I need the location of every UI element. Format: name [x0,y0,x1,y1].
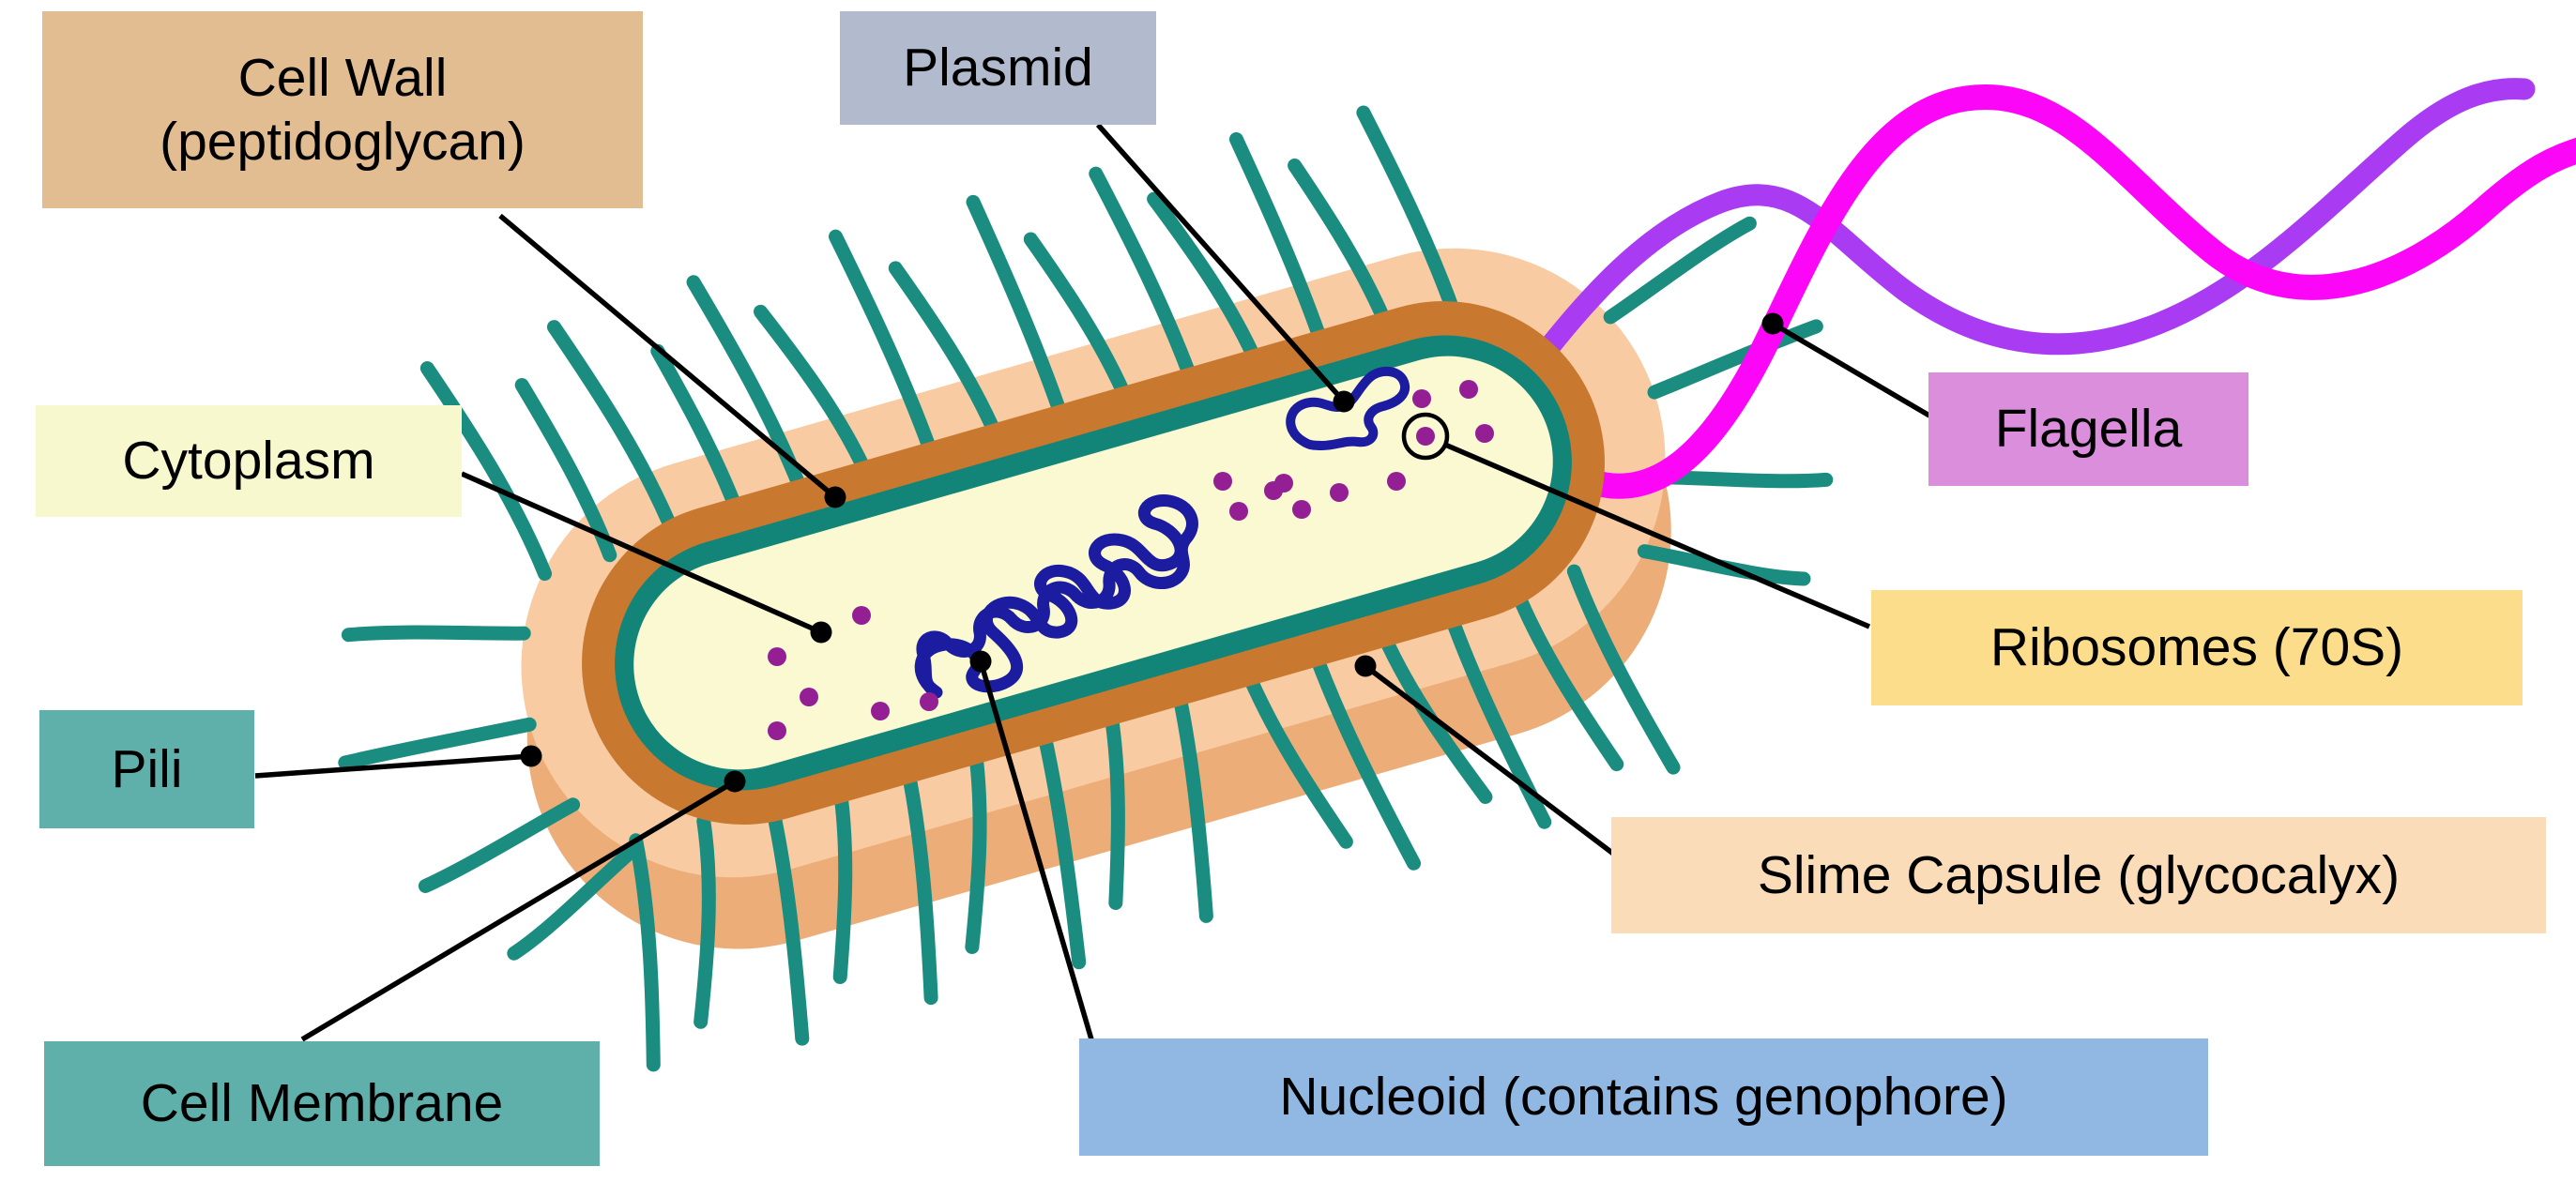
ribosome-dot [1330,483,1349,502]
ribosome-dot [1229,502,1248,521]
label-nucleoid: Nucleoid (contains genophore) [1079,1038,2208,1156]
pilus [1637,544,1811,586]
flagellum-magenta [1574,84,2576,499]
pilus [965,735,987,954]
pilus [1034,717,1087,970]
leader-dot-cell-membrane [724,770,746,793]
leader-line-plasmid [1095,123,1347,403]
pilus [753,304,877,488]
label-cell-membrane-text: Cell Membrane [140,1073,504,1134]
label-pili-text: Pili [111,738,183,799]
pilus [686,275,812,507]
label-flagella: Flagella [1928,372,2248,486]
ribosome-dot [871,702,890,720]
leader-dot-nucleoid [969,650,992,673]
leader-line-cell-membrane [300,779,737,1042]
leader-line-cytoplasm [460,471,823,635]
leader-dot-plasmid [1333,390,1355,413]
pilus [1508,581,1624,772]
pilus [1603,216,1757,325]
pilus [1089,166,1202,395]
pilus [694,813,716,1029]
label-cell-wall: Cell Wall (peptidoglycan) [42,11,643,208]
pilus [418,797,581,893]
leader-line-flagella [1771,321,1931,418]
label-plasmid-text: Plasmid [903,38,1093,98]
pilus [1023,232,1136,414]
ribosome-dot [1459,380,1478,399]
pili-group [338,105,1834,1072]
pilus [341,625,531,643]
leader-line-slime-capsule [1364,663,1630,868]
pilus [419,361,553,582]
ribosome-callout-circle [1401,412,1450,461]
pilus [1102,697,1125,910]
pilus [1356,105,1461,321]
label-cell-wall-line1: Cell Wall [237,47,448,108]
label-ribosomes-text: Ribosomes (70S) [1989,617,2404,678]
pilus [546,320,682,544]
pilus [966,194,1072,432]
pilus [1305,639,1422,871]
leader-line-ribosomes [1443,442,1871,629]
pilus [1147,191,1267,376]
pilus [1656,470,1834,489]
pilus [764,794,810,1046]
plasmid-loop [1286,367,1410,450]
pilus [831,775,853,984]
label-cell-wall-line2: (peptidoglycan) [160,112,526,172]
ribosome-dots [768,380,1494,740]
flagellum-purple [1531,78,2536,368]
label-ribosomes: Ribosomes (70S) [1871,590,2523,705]
ribosome-dot [1416,427,1435,446]
ribosome-dot [920,692,938,711]
ribosome-dot [1264,481,1283,500]
pilus [888,261,1007,451]
pilus [1169,677,1213,923]
leader-dot-flagella [1761,312,1784,335]
label-plasmid: Plasmid [840,11,1156,125]
label-pili: Pili [39,710,254,828]
label-slime-capsule-text: Slime Capsule (glycocalyx) [1757,844,2401,905]
leader-line-nucleoid [978,660,1094,1040]
label-cell-membrane: Cell Membrane [44,1041,600,1166]
ribosome-dot [1292,500,1311,519]
label-cytoplasm: Cytoplasm [36,405,462,517]
ribosome-dot [800,688,818,706]
pilus [828,229,942,469]
pilus [338,717,537,770]
leader-dot-pili [520,745,542,767]
label-flagella-text: Flagella [1994,399,2183,460]
leader-dot-cytoplasm [810,621,832,644]
leader-dot-slime-capsule [1354,655,1377,677]
pilus [1288,158,1396,340]
ribosome-dot [768,647,786,666]
ribosome-dot [768,721,786,740]
ribosome-dot [1213,472,1232,491]
pilus [650,343,747,525]
leader-line-cell-wall [498,213,837,500]
leader-dot-cell-wall [824,486,846,508]
ribosome-dot [852,606,871,625]
label-cytoplasm-text: Cytoplasm [122,431,375,492]
label-nucleoid-text: Nucleoid (contains genophore) [1279,1067,2008,1128]
pilus [1238,659,1353,849]
pilus [507,844,639,961]
ribosome-dot [1412,389,1431,408]
ribosome-dot [1475,424,1494,443]
pilus [899,755,938,1006]
label-slime-capsule: Slime Capsule (glycocalyx) [1611,817,2546,933]
ribosome-dot [1387,472,1406,491]
pilus [1566,564,1681,775]
nucleoid-genophore [914,494,1198,699]
pilus [629,833,661,1072]
leader-lines [254,123,1931,1042]
pilus [1440,600,1552,829]
pilus [1228,131,1332,357]
leader-line-pili [254,753,532,779]
pilus [1647,319,1823,400]
